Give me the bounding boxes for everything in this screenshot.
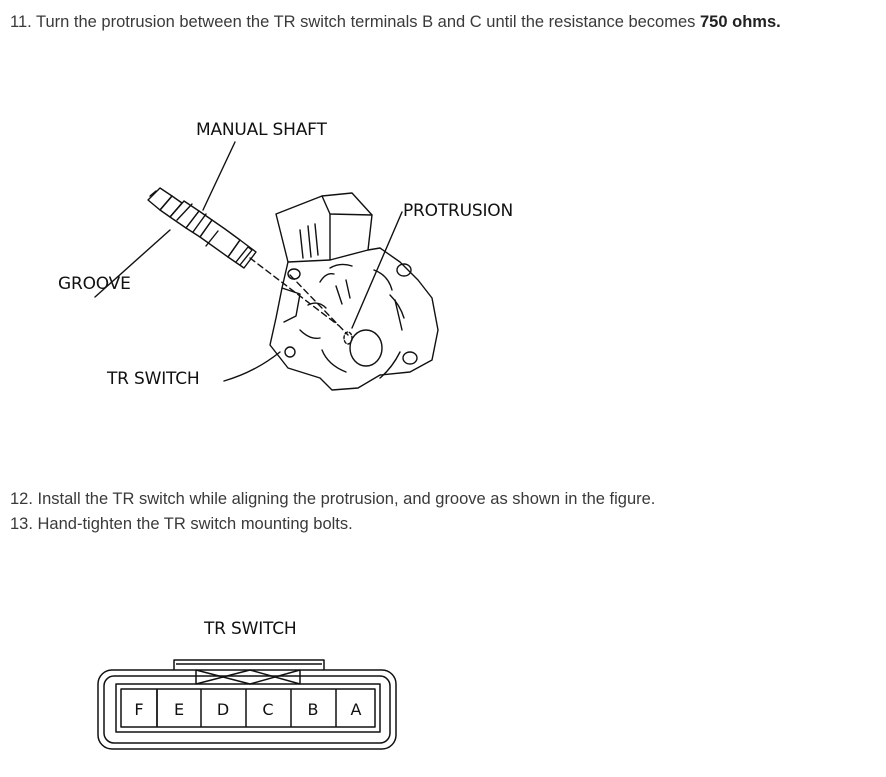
connector-housing-outer [97, 669, 397, 750]
protrusion-label: PROTRUSION [403, 201, 513, 221]
tr-switch-connector-label: TR SWITCH [204, 619, 297, 639]
terminal-c: C [262, 700, 273, 719]
terminal-row [120, 688, 376, 728]
step-11: 11. Turn the protrusion between the TR s… [10, 12, 781, 32]
alignment-line-switch [289, 274, 349, 336]
tr-switch-label: TR SWITCH [107, 369, 200, 389]
terminal-a: A [351, 700, 362, 719]
manual-shaft-leader-line [202, 141, 236, 211]
step-13: 13. Hand-tighten the TR switch mounting … [10, 515, 353, 533]
groove-label: GROOVE [58, 274, 131, 294]
step-12: 12. Install the TR switch while aligning… [10, 490, 656, 508]
connector-latch [173, 659, 325, 670]
step-11-resistance-value: 750 ohms. [700, 13, 781, 31]
manual-shaft-label: MANUAL SHAFT [196, 120, 327, 140]
connector-housing-inner [103, 675, 391, 744]
tr-switch-installation-figure [94, 141, 439, 391]
groove-leader-line [94, 229, 171, 298]
tr-switch-leader-line [223, 351, 281, 382]
terminal-b: B [308, 700, 319, 719]
terminal-d: D [217, 700, 229, 719]
terminal-e: E [174, 700, 184, 719]
tr-switch-drawing [269, 192, 439, 391]
terminal-f: F [134, 700, 143, 719]
terminal-frame [115, 683, 381, 733]
step-11-text: 11. Turn the protrusion between the TR s… [10, 13, 700, 31]
manual-shaft-drawing [147, 187, 257, 269]
protrusion-leader-line [351, 211, 403, 329]
